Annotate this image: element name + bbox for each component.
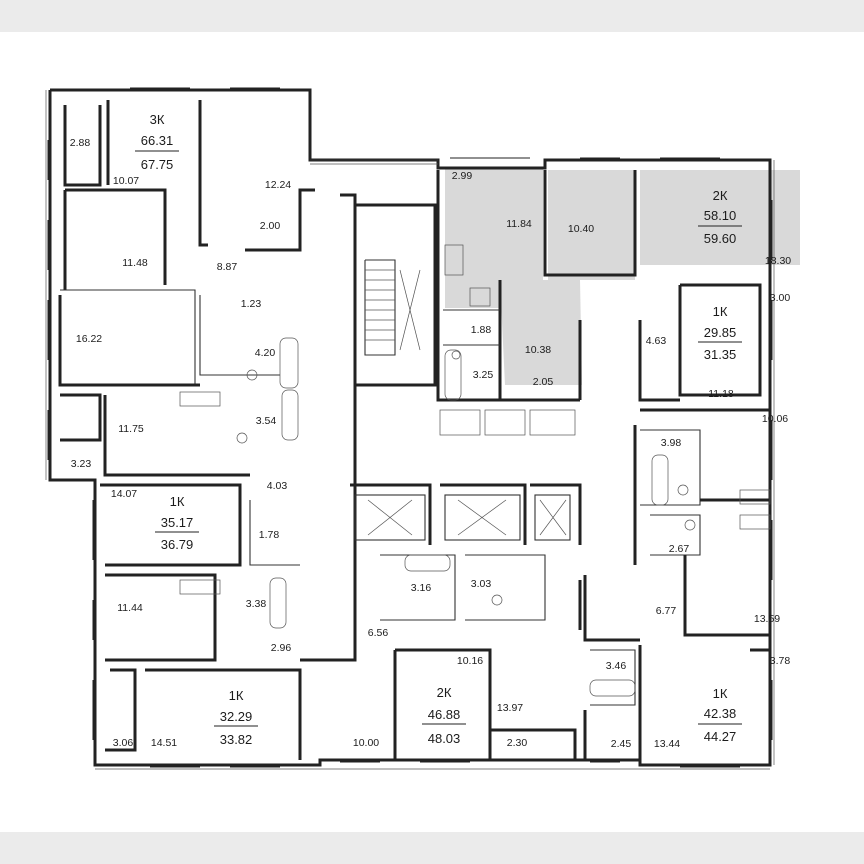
room-area: 14.07 bbox=[111, 488, 137, 500]
apartment-type: 1К bbox=[713, 686, 728, 701]
room-area: 11.44 bbox=[117, 602, 143, 614]
room-area: 3.38 bbox=[246, 598, 267, 610]
room-area: 8.87 bbox=[217, 261, 238, 273]
room-area: 3.16 bbox=[411, 582, 432, 594]
room-area: 10.16 bbox=[457, 655, 483, 667]
room-area: 11.75 bbox=[118, 423, 144, 435]
room-area: 4.20 bbox=[255, 347, 276, 359]
apartment-label-apt-1k-b: 1К 35.17 36.79 bbox=[155, 494, 199, 552]
apartment-label-apt-1k-d: 1К 42.38 44.27 bbox=[698, 686, 742, 744]
room-area: 2.45 bbox=[611, 738, 632, 750]
room-area: 3.78 bbox=[770, 655, 791, 667]
room-area: 3.06 bbox=[113, 737, 134, 749]
apartment-total-area: 44.27 bbox=[704, 729, 737, 744]
apartment-living-area: 29.85 bbox=[704, 325, 737, 340]
elevator-2 bbox=[444, 494, 521, 541]
room-area: 18.30 bbox=[765, 255, 791, 267]
apartment-type: 2К bbox=[713, 188, 728, 203]
room-area: 6.77 bbox=[656, 605, 677, 617]
room-area: 2.67 bbox=[669, 543, 690, 555]
room-area: 3.23 bbox=[71, 458, 92, 470]
room-area: 10.40 bbox=[568, 223, 594, 235]
highlighted-apartment-zone bbox=[445, 168, 800, 385]
apartment-label-apt-1k-c: 1К 32.29 33.82 bbox=[214, 688, 258, 747]
room-area: 2.99 bbox=[452, 170, 473, 182]
elevator-1 bbox=[354, 494, 426, 541]
apartment-living-area: 32.29 bbox=[220, 709, 253, 724]
apartment-living-area: 42.38 bbox=[704, 706, 737, 721]
room-area: 11.18 bbox=[708, 388, 734, 400]
room-area: 2.30 bbox=[507, 737, 528, 749]
room-area: 10.07 bbox=[113, 175, 139, 187]
fixtures bbox=[179, 244, 771, 697]
room-area: 3.54 bbox=[256, 415, 277, 427]
room-area: 4.63 bbox=[646, 335, 667, 347]
elevator-3 bbox=[534, 494, 571, 541]
room-area: 13.97 bbox=[497, 702, 523, 714]
room-area: 13.59 bbox=[754, 613, 780, 625]
apartment-type: 3К bbox=[150, 112, 165, 127]
apartment-label-apt-2k-bottom: 2К 46.88 48.03 bbox=[422, 685, 466, 746]
room-area-labels: 2.88 10.07 12.24 2.00 11.48 8.87 1.23 16… bbox=[70, 137, 792, 750]
room-area: 4.03 bbox=[267, 480, 288, 492]
apartment-total-area: 31.35 bbox=[704, 347, 737, 362]
room-area: 3.00 bbox=[770, 292, 791, 304]
apartment-type: 2К bbox=[437, 685, 452, 700]
apartment-total-area: 36.79 bbox=[161, 537, 194, 552]
room-area: 1.23 bbox=[241, 298, 262, 310]
apartment-living-area: 66.31 bbox=[141, 133, 174, 148]
apartment-type: 1К bbox=[170, 494, 185, 509]
stairwell bbox=[353, 203, 437, 387]
room-area: 3.03 bbox=[471, 578, 492, 590]
room-area: 2.96 bbox=[271, 642, 292, 654]
plan-sheet bbox=[0, 32, 864, 832]
interior-walls bbox=[58, 100, 770, 760]
apartment-living-area: 46.88 bbox=[428, 707, 461, 722]
apartment-total-area: 67.75 bbox=[141, 157, 174, 172]
room-area: 14.51 bbox=[151, 737, 177, 749]
apartment-label-apt-2k-top: 2К 58.10 59.60 bbox=[698, 188, 742, 246]
apartment-label-apt-3k: 3К 66.31 67.75 bbox=[135, 112, 179, 172]
room-area: 13.44 bbox=[654, 738, 680, 750]
apartment-label-apt-1k-a: 1К 29.85 31.35 bbox=[698, 304, 742, 362]
apartment-type: 1К bbox=[713, 304, 728, 319]
apartment-type: 1К bbox=[229, 688, 244, 703]
room-area: 10.00 bbox=[353, 737, 379, 749]
apartment-living-area: 35.17 bbox=[161, 515, 194, 530]
room-area: 3.25 bbox=[473, 369, 494, 381]
room-area: 3.46 bbox=[606, 660, 627, 672]
apartment-total-area: 33.82 bbox=[220, 732, 253, 747]
room-area: 10.06 bbox=[762, 413, 788, 425]
apartment-total-area: 59.60 bbox=[704, 231, 737, 246]
room-area: 1.78 bbox=[259, 529, 280, 541]
exterior-walls bbox=[45, 87, 775, 770]
room-area: 10.38 bbox=[525, 344, 551, 356]
room-area: 2.88 bbox=[70, 137, 91, 149]
apartment-living-area: 58.10 bbox=[704, 208, 737, 223]
room-area: 11.48 bbox=[122, 257, 148, 269]
room-area: 1.88 bbox=[471, 324, 492, 336]
room-area: 6.56 bbox=[368, 627, 389, 639]
room-area: 2.00 bbox=[260, 220, 281, 232]
room-area: 12.24 bbox=[265, 179, 291, 191]
room-area: 3.98 bbox=[661, 437, 682, 449]
room-area: 2.05 bbox=[533, 376, 554, 388]
apartment-total-area: 48.03 bbox=[428, 731, 461, 746]
room-area: 16.22 bbox=[76, 333, 102, 345]
room-area: 11.84 bbox=[506, 218, 532, 230]
